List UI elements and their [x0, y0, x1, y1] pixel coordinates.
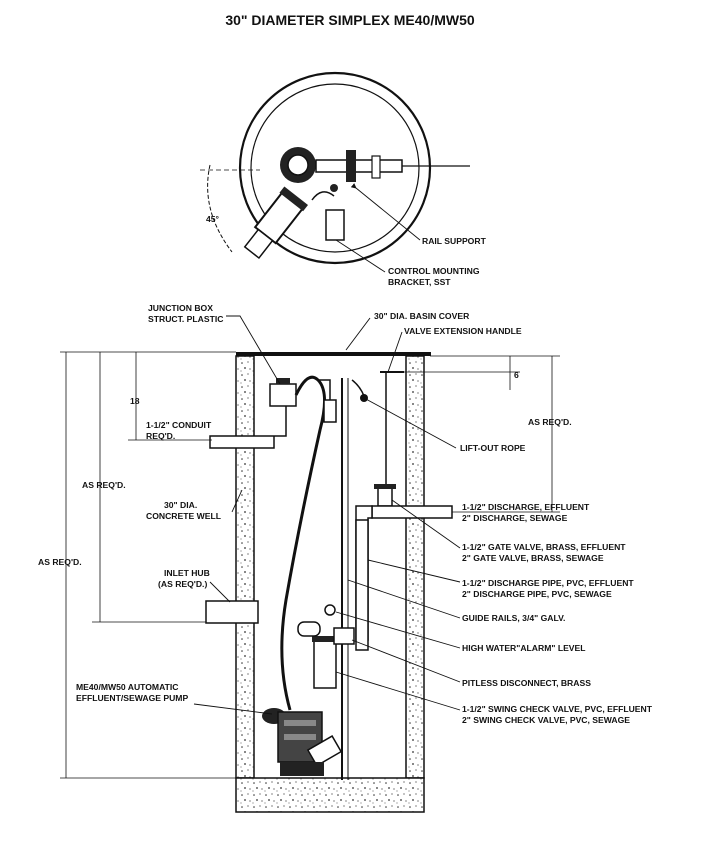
as-reqd-right: AS REQ'D.	[528, 417, 572, 427]
junction-box	[269, 383, 297, 407]
dim-18: 18	[130, 396, 140, 406]
basin-cover-label: 30" DIA. BASIN COVER	[374, 311, 470, 321]
top-discharge-pipe	[315, 159, 403, 173]
basin-outer-ring	[238, 71, 432, 265]
alarm-float	[297, 621, 321, 637]
rail-support-label: RAIL SUPPORT	[422, 236, 487, 246]
diagram-title: 30" DIAMETER SIMPLEX ME40/MW50	[225, 12, 475, 28]
gate-valve-label-1: 1-1/2" GATE VALVE, BRASS, EFFLUENT	[462, 542, 626, 552]
pitless-disconnect	[333, 627, 355, 645]
guide-rails-label: GUIDE RAILS, 3/4" GALV.	[462, 613, 565, 623]
pitless-label: PITLESS DISCONNECT, BRASS	[462, 678, 591, 688]
as-reqd-mid: AS REQ'D.	[82, 480, 126, 490]
valve-handle-label: VALVE EXTENSION HANDLE	[404, 326, 522, 336]
discharge-pipe-label-1: 1-1/2" DISCHARGE PIPE, PVC, EFFLUENT	[462, 578, 634, 588]
as-reqd-left: AS REQ'D.	[38, 557, 82, 567]
lift-out-rope-label: LIFT-OUT ROPE	[460, 443, 526, 453]
dimension-lines: AS REQ'D. AS REQ'D. 18 AS REQ'D. 6	[38, 351, 572, 779]
discharge-pipe-label-2: 2" DISCHARGE PIPE, PVC, SEWAGE	[462, 589, 612, 599]
concrete-wall-left	[235, 355, 255, 779]
concrete-floor	[235, 777, 425, 813]
pump-label-2: EFFLUENT/SEWAGE PUMP	[76, 693, 188, 703]
concrete-well-label-1: 30" DIA.	[164, 500, 197, 510]
concrete-well-label-2: CONCRETE WELL	[146, 511, 221, 521]
high-water-label: HIGH WATER"ALARM" LEVEL	[462, 643, 586, 653]
control-bracket-box	[325, 209, 345, 241]
inlet-hub	[205, 600, 259, 624]
discharge-label-2: 2" DISCHARGE, SEWAGE	[462, 513, 568, 523]
gate-valve	[377, 487, 393, 507]
control-bracket-label-1: CONTROL MOUNTING	[388, 266, 480, 276]
angle-label: 45°	[206, 214, 220, 224]
check-valve	[313, 639, 337, 689]
discharge-outlet	[371, 505, 453, 519]
inlet-hub-label-1: INLET HUB	[164, 568, 210, 578]
conduit-label-1: 1-1/2" CONDUIT	[146, 420, 212, 430]
basin-inner-ring	[250, 83, 420, 253]
control-bracket-label-2: BRACKET, SST	[388, 277, 451, 287]
conduit-pipe	[209, 435, 275, 449]
concrete-wall-right	[405, 355, 425, 779]
check-valve-label-1: 1-1/2" SWING CHECK VALVE, PVC, EFFLUENT	[462, 704, 653, 714]
junction-box-label-1: JUNCTION BOX	[148, 303, 213, 313]
top-view: 45° RAIL SUPPORT CONTROL MOUNTING BRACKE…	[200, 71, 487, 287]
inlet-hub-label-2: (AS REQ'D.)	[158, 579, 207, 589]
pump-label-1: ME40/MW50 AUTOMATIC	[76, 682, 179, 692]
power-cable	[280, 375, 326, 711]
callouts: JUNCTION BOX STRUCT. PLASTIC 30" DIA. BA…	[76, 303, 653, 725]
basin-cover	[236, 352, 431, 356]
gate-valve-label-2: 2" GATE VALVE, BRASS, SEWAGE	[462, 553, 604, 563]
check-valve-label-2: 2" SWING CHECK VALVE, PVC, SEWAGE	[462, 715, 630, 725]
dim-6: 6	[514, 370, 519, 380]
junction-box-label-2: STRUCT. PLASTIC	[148, 314, 223, 324]
discharge-label-1: 1-1/2" DISCHARGE, EFFLUENT	[462, 502, 590, 512]
section-view	[205, 352, 453, 813]
conduit-label-2: REQ'D.	[146, 431, 175, 441]
